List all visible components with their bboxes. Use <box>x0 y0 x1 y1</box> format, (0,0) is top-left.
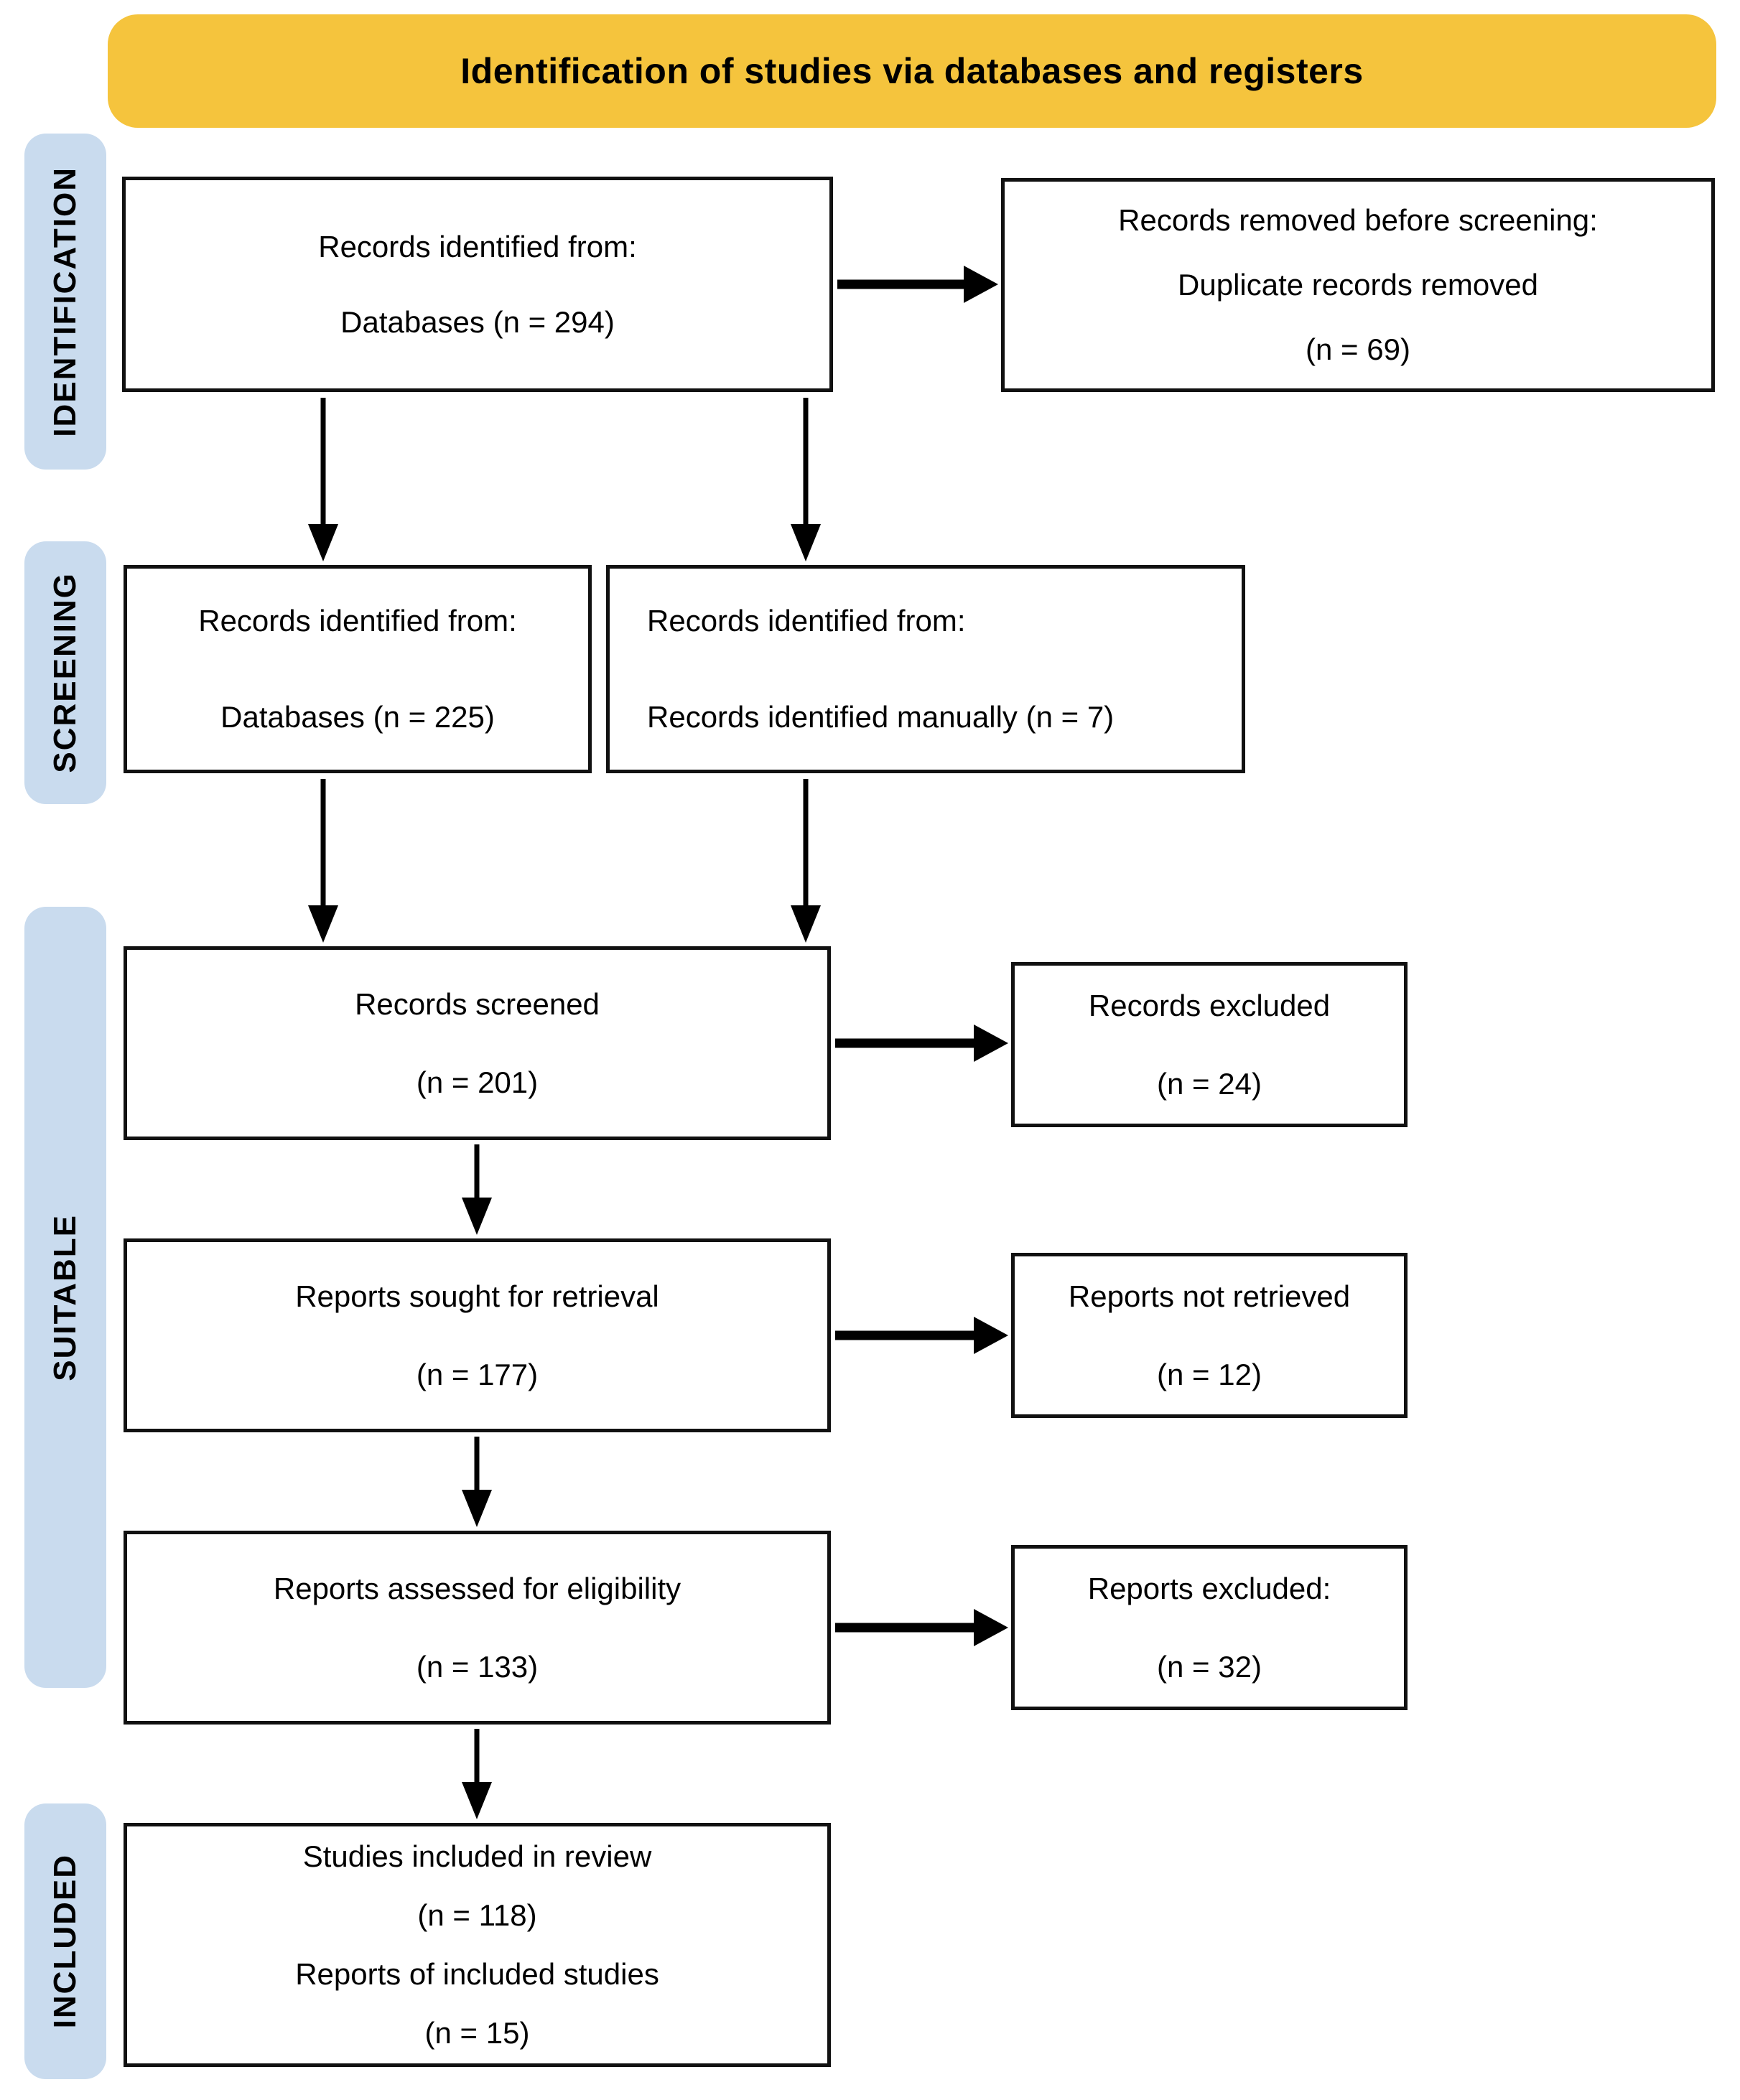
box-reports-sought-line1: Reports sought for retrieval <box>295 1279 659 1313</box>
title-banner: Identification of studies via databases … <box>108 14 1716 128</box>
arrow-shaft <box>803 398 809 526</box>
stage-label-suitable-text: SUITABLE <box>47 1213 83 1381</box>
box-studies-included-line4: (n = 15) <box>424 2015 530 2050</box>
box-studies-included-line3: Reports of included studies <box>295 1957 659 1991</box>
box-reports-excluded-line2: (n = 32) <box>1157 1650 1262 1684</box>
stage-label-screening: SCREENING <box>24 541 106 804</box>
arrow-head <box>964 266 998 303</box>
box-records-screened-line1: Records screened <box>355 986 600 1021</box>
box-reports-excluded-line1: Reports excluded: <box>1087 1571 1331 1605</box>
box-records-identified-manually: Records identified from: Records identif… <box>606 565 1245 773</box>
box-reports-not-retrieved-line1: Reports not retrieved <box>1068 1279 1351 1313</box>
flow-arrow-right-identified-to-removed <box>837 266 998 303</box>
box-records-screened: Records screened (n = 201) <box>124 946 831 1140</box>
box-records-identified-line1: Records identified from: <box>318 230 637 263</box>
arrow-head <box>308 905 338 943</box>
stage-label-included-text: INCLUDED <box>47 1854 83 2029</box>
box-reports-assessed-line2: (n = 133) <box>416 1650 539 1684</box>
box-reports-sought-line2: (n = 177) <box>416 1358 539 1391</box>
flow-arrow-right-screened-to-excluded <box>835 1025 1008 1062</box>
arrow-shaft <box>803 779 809 907</box>
box-records-identified-manually-line2: Records identified manually (n = 7) <box>647 700 1115 734</box>
arrow-shaft <box>320 398 326 526</box>
box-studies-included-line2: (n = 118) <box>417 1898 537 1933</box>
flow-arrow-down-sought-to-assessed <box>461 1437 493 1527</box>
box-reports-not-retrieved-line2: (n = 12) <box>1157 1358 1262 1391</box>
stage-label-included: INCLUDED <box>24 1803 106 2079</box>
flow-arrow-down-screened-to-sought <box>461 1144 493 1235</box>
diagram-title: Identification of studies via databases … <box>460 51 1364 91</box>
stage-label-suitable: SUITABLE <box>24 907 106 1688</box>
arrow-shaft <box>837 279 965 289</box>
box-studies-included-line1: Studies included in review <box>302 1839 652 1874</box>
box-reports-excluded: Reports excluded: (n = 32) <box>1011 1545 1408 1710</box>
arrow-head <box>974 1025 1008 1062</box>
box-records-identified-manually-line1: Records identified from: <box>647 603 966 638</box>
flow-arrow-down-databases-to-screened <box>307 779 339 943</box>
box-records-excluded: Records excluded (n = 24) <box>1011 962 1408 1127</box>
box-records-removed: Records removed before screening: Duplic… <box>1001 178 1715 392</box>
stage-label-identification-text: IDENTIFICATION <box>47 166 83 437</box>
box-records-screened-line2: (n = 201) <box>416 1065 539 1099</box>
flow-arrow-down-identified-to-manual <box>790 398 822 561</box>
flow-arrow-right-assessed-to-excluded <box>835 1609 1008 1646</box>
arrow-head <box>462 1198 492 1235</box>
flow-arrow-right-sought-to-not-retrieved <box>835 1317 1008 1354</box>
box-records-removed-line1: Records removed before screening: <box>1118 202 1598 237</box>
box-records-removed-line3: (n = 69) <box>1306 332 1410 367</box>
box-records-identified-line2: Databases (n = 294) <box>340 305 615 339</box>
arrow-shaft <box>835 1038 975 1048</box>
flow-arrow-down-assessed-to-included <box>461 1729 493 1819</box>
arrow-shaft <box>474 1437 480 1491</box>
box-records-removed-line2: Duplicate records removed <box>1178 267 1538 302</box>
arrow-head <box>308 524 338 561</box>
arrow-head <box>974 1317 1008 1354</box>
box-records-excluded-line2: (n = 24) <box>1157 1067 1262 1101</box>
arrow-shaft <box>835 1330 975 1340</box>
arrow-head <box>462 1490 492 1527</box>
box-studies-included: Studies included in review (n = 118) Rep… <box>124 1823 831 2067</box>
arrow-shaft <box>835 1623 975 1633</box>
box-reports-assessed-line1: Reports assessed for eligibility <box>273 1571 681 1605</box>
box-records-identified-databases-line2: Databases (n = 225) <box>220 700 495 734</box>
box-reports-not-retrieved: Reports not retrieved (n = 12) <box>1011 1253 1408 1418</box>
flow-arrow-down-manual-to-screened <box>790 779 822 943</box>
flow-arrow-down-identified-to-databases <box>307 398 339 561</box>
arrow-head <box>462 1782 492 1819</box>
box-reports-assessed: Reports assessed for eligibility (n = 13… <box>124 1531 831 1725</box>
stage-label-identification: IDENTIFICATION <box>24 134 106 470</box>
arrow-shaft <box>474 1144 480 1199</box>
arrow-shaft <box>474 1729 480 1783</box>
arrow-shaft <box>320 779 326 907</box>
arrow-head <box>791 905 821 943</box>
box-records-excluded-line1: Records excluded <box>1088 988 1331 1022</box>
stage-label-screening-text: SCREENING <box>47 572 83 773</box>
arrow-head <box>974 1609 1008 1646</box>
box-reports-sought: Reports sought for retrieval (n = 177) <box>124 1238 831 1432</box>
box-records-identified-databases-line1: Records identified from: <box>198 603 517 638</box>
box-records-identified-databases: Records identified from: Databases (n = … <box>124 565 592 773</box>
box-records-identified: Records identified from: Databases (n = … <box>122 177 833 392</box>
arrow-head <box>791 524 821 561</box>
